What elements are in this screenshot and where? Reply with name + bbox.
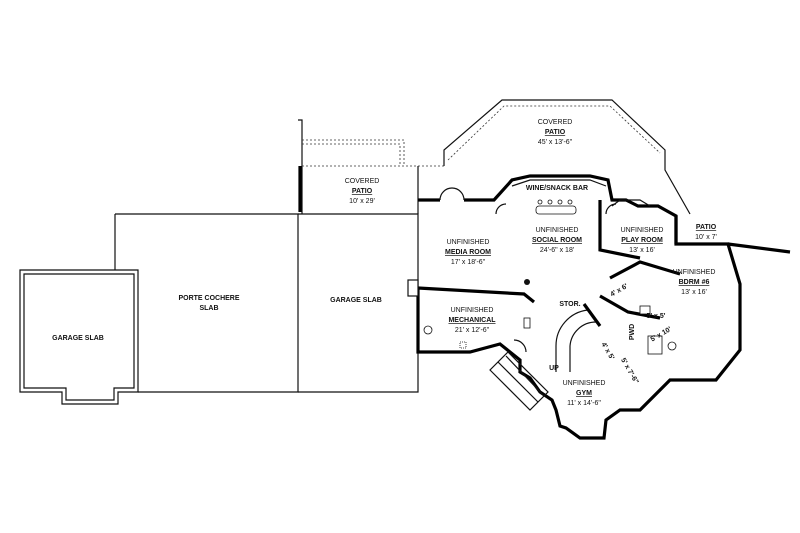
chimney-box [407,279,419,297]
garage-slab-left-outline [19,269,139,405]
label-patio-small: PATIO 10' x 7' [695,224,717,241]
svg-text:21' x 12'-6": 21' x 12'-6" [455,327,490,334]
label-closet-4x6: 4' x 6' [609,283,629,299]
svg-text:GARAGE SLAB: GARAGE SLAB [330,297,382,304]
svg-text:PATIO: PATIO [352,188,373,195]
svg-text:4' x 5': 4' x 5' [600,341,616,361]
svg-text:UNFINISHED: UNFINISHED [563,380,606,387]
covered-patio-small-outline [298,119,444,214]
svg-text:45' x 13'-6": 45' x 13'-6" [538,139,573,146]
label-gym: UNFINISHED GYM 11' x 14'-6" [563,380,606,407]
svg-text:UP: UP [549,365,559,372]
spiral-stair [555,303,602,372]
label-social-room: UNFINISHED SOCIAL ROOM 24'-6" x 18' [532,227,582,254]
svg-text:PORTE COCHERE: PORTE COCHERE [178,295,239,302]
label-covered-patio-small: COVERED PATIO 10' x 29' [345,178,380,205]
svg-text:WINE/SNACK BAR: WINE/SNACK BAR [526,185,588,192]
svg-text:13' x 16': 13' x 16' [681,289,707,296]
wine-bar-bay [511,179,607,215]
label-play-room: UNFINISHED PLAY ROOM 13' x 16' [621,227,664,254]
svg-text:BDRM #6: BDRM #6 [679,279,710,286]
structural-column [524,279,530,285]
svg-text:5' x 5': 5' x 5' [647,313,666,320]
label-stor: STOR. [559,301,580,308]
svg-text:UNFINISHED: UNFINISHED [536,227,579,234]
svg-text:PATIO: PATIO [545,129,566,136]
label-closet-5x5: 5' x 5' [647,313,666,320]
svg-text:13' x 16': 13' x 16' [629,247,655,254]
svg-text:10' x 7': 10' x 7' [695,234,717,241]
covered-patio-large-outline [443,99,691,215]
svg-text:17' x 18'-6": 17' x 18'-6" [451,259,486,266]
svg-text:MEDIA ROOM: MEDIA ROOM [445,249,491,256]
label-closet-5x7: 5' x 7'-6" [619,357,639,385]
label-garage-slab-right: GARAGE SLAB [330,297,382,304]
exterior-stair [489,351,549,411]
porte-cochere-outline [114,213,299,393]
label-media-room: UNFINISHED MEDIA ROOM 17' x 18'-6" [445,239,491,266]
svg-text:UNFINISHED: UNFINISHED [451,307,494,314]
svg-text:UNFINISHED: UNFINISHED [621,227,664,234]
svg-text:PWD: PWD [629,324,636,340]
label-pwd: PWD [629,324,636,340]
bath-fixtures [423,305,677,355]
svg-text:10' x 29': 10' x 29' [349,198,375,205]
svg-text:GARAGE SLAB: GARAGE SLAB [52,335,104,342]
label-mechanical: UNFINISHED MECHANICAL 21' x 12'-6" [448,307,496,334]
play-room-bay [611,199,651,207]
svg-text:GYM: GYM [576,390,592,397]
svg-text:PATIO: PATIO [696,224,717,231]
svg-text:5' x 7'-6": 5' x 7'-6" [619,357,639,385]
svg-text:SLAB: SLAB [199,305,218,312]
svg-text:COVERED: COVERED [538,119,573,126]
svg-text:MECHANICAL: MECHANICAL [448,317,496,324]
label-up: UP [549,365,559,372]
svg-text:COVERED: COVERED [345,178,380,185]
label-closet-4x5: 4' x 5' [600,341,616,361]
svg-text:UNFINISHED: UNFINISHED [447,239,490,246]
label-wine-bar: WINE/SNACK BAR [526,185,588,192]
svg-text:SOCIAL ROOM: SOCIAL ROOM [532,237,582,244]
svg-text:STOR.: STOR. [559,301,580,308]
door-swings [439,187,617,353]
svg-text:UNFINISHED: UNFINISHED [673,269,716,276]
svg-text:11' x 14'-6": 11' x 14'-6" [567,400,601,407]
label-garage-slab-left: GARAGE SLAB [52,335,104,342]
svg-text:PLAY ROOM: PLAY ROOM [621,237,663,244]
label-covered-patio-large: COVERED PATIO 45' x 13'-6" [538,119,573,146]
main-house-walls [416,174,791,440]
svg-text:24'-6" x 18': 24'-6" x 18' [540,247,574,254]
label-porte-cochere: PORTE COCHERE SLAB [178,295,239,312]
svg-text:4' x 6': 4' x 6' [609,283,629,299]
label-bdrm6: UNFINISHED BDRM #6 13' x 16' [673,269,716,296]
